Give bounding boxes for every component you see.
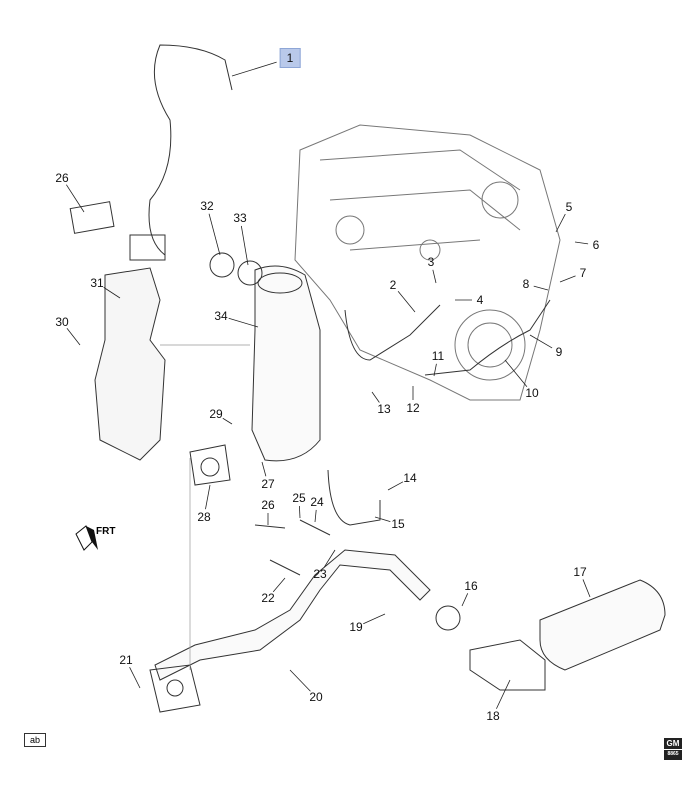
heat-shield [94,267,166,461]
callout-c6[interactable]: 6 [592,238,600,252]
callout-c11[interactable]: 11 [431,349,445,363]
leader-line-c13 [371,391,380,403]
leader-line-c3 [432,269,437,284]
leader-line-c10 [504,359,528,388]
leader-line-c2 [397,290,416,313]
callout-c28[interactable]: 28 [197,510,211,524]
callout-c17[interactable]: 17 [573,565,587,579]
leader-line-c6 [574,241,589,245]
leader-line-c34 [228,317,259,328]
leader-line-c22 [272,577,286,593]
leader-line-c7 [559,275,576,283]
leader-line-c8 [533,285,549,291]
leader-line-c32 [208,213,221,256]
callout-c5[interactable]: 5 [565,200,573,214]
leader-line-c30 [66,328,81,346]
leader-line-c21 [129,666,141,689]
leader-line-c17 [582,579,591,598]
callout-c33[interactable]: 33 [233,211,247,225]
callout-c9[interactable]: 9 [555,345,563,359]
leader-line-c15 [374,516,391,523]
callout-c27[interactable]: 27 [261,477,275,491]
front-indicator-label: FRT [96,526,116,537]
callout-c32[interactable]: 32 [200,199,214,213]
callout-c1[interactable]: 1 [279,48,301,68]
leader-line-c25 [299,505,301,519]
callout-c34[interactable]: 34 [214,309,228,323]
callout-c13[interactable]: 13 [377,402,391,416]
callout-c19[interactable]: 19 [349,620,363,634]
leader-line-c14 [387,481,404,491]
callout-c3[interactable]: 3 [427,255,435,269]
leader-line-c33 [240,225,249,266]
leader-line-c29 [222,417,233,425]
callout-c10[interactable]: 10 [525,386,539,400]
callout-c15[interactable]: 15 [391,517,405,531]
leader-line-c20 [289,669,311,692]
front-indicator: FRT [72,520,122,560]
front-exhaust-pipe [154,549,431,681]
callout-c7[interactable]: 7 [579,266,587,280]
callout-c25[interactable]: 25 [292,491,306,505]
leader-line-c11 [433,363,437,377]
gm-logo-text: GM [666,739,680,748]
catalytic-converter [251,265,321,462]
leader-line-c16 [461,593,469,607]
callout-c20[interactable]: 20 [309,690,323,704]
leader-line-c19 [363,613,386,625]
ab-tag: ab [24,733,47,747]
leader-line-c27 [261,461,267,477]
leader-line-c18 [496,679,511,709]
leader-line-c5 [555,213,566,233]
callout-c12[interactable]: 12 [406,401,420,415]
callout-c2[interactable]: 2 [389,278,397,292]
callout-c14[interactable]: 14 [403,471,417,485]
callout-c24[interactable]: 24 [310,495,324,509]
leader-line-c31 [103,287,121,299]
leader-line-c23 [323,549,336,568]
muffler [539,579,666,671]
callout-c22[interactable]: 22 [261,591,275,605]
callout-c29[interactable]: 29 [209,407,223,421]
callout-c30[interactable]: 30 [55,315,69,329]
callout-c21[interactable]: 21 [119,653,133,667]
leader-line-c9 [529,334,553,349]
leader-line-c24 [314,509,317,523]
callout-c4[interactable]: 4 [476,293,484,307]
o2-sensor-harness [148,44,233,256]
callout-c26b[interactable]: 26 [261,498,275,512]
engine-assembly [294,124,561,401]
callout-c16[interactable]: 16 [464,579,478,593]
callout-c18[interactable]: 18 [486,709,500,723]
callout-c31[interactable]: 31 [90,276,104,290]
leader-line-c26a [66,184,85,213]
leader-line-c28 [205,484,211,510]
callout-c8[interactable]: 8 [522,277,530,291]
leader-line-c1 [231,61,277,77]
callout-c26a[interactable]: 26 [55,171,69,185]
gm-logo-code: 8865 [664,749,682,759]
callout-c23[interactable]: 23 [313,567,327,581]
